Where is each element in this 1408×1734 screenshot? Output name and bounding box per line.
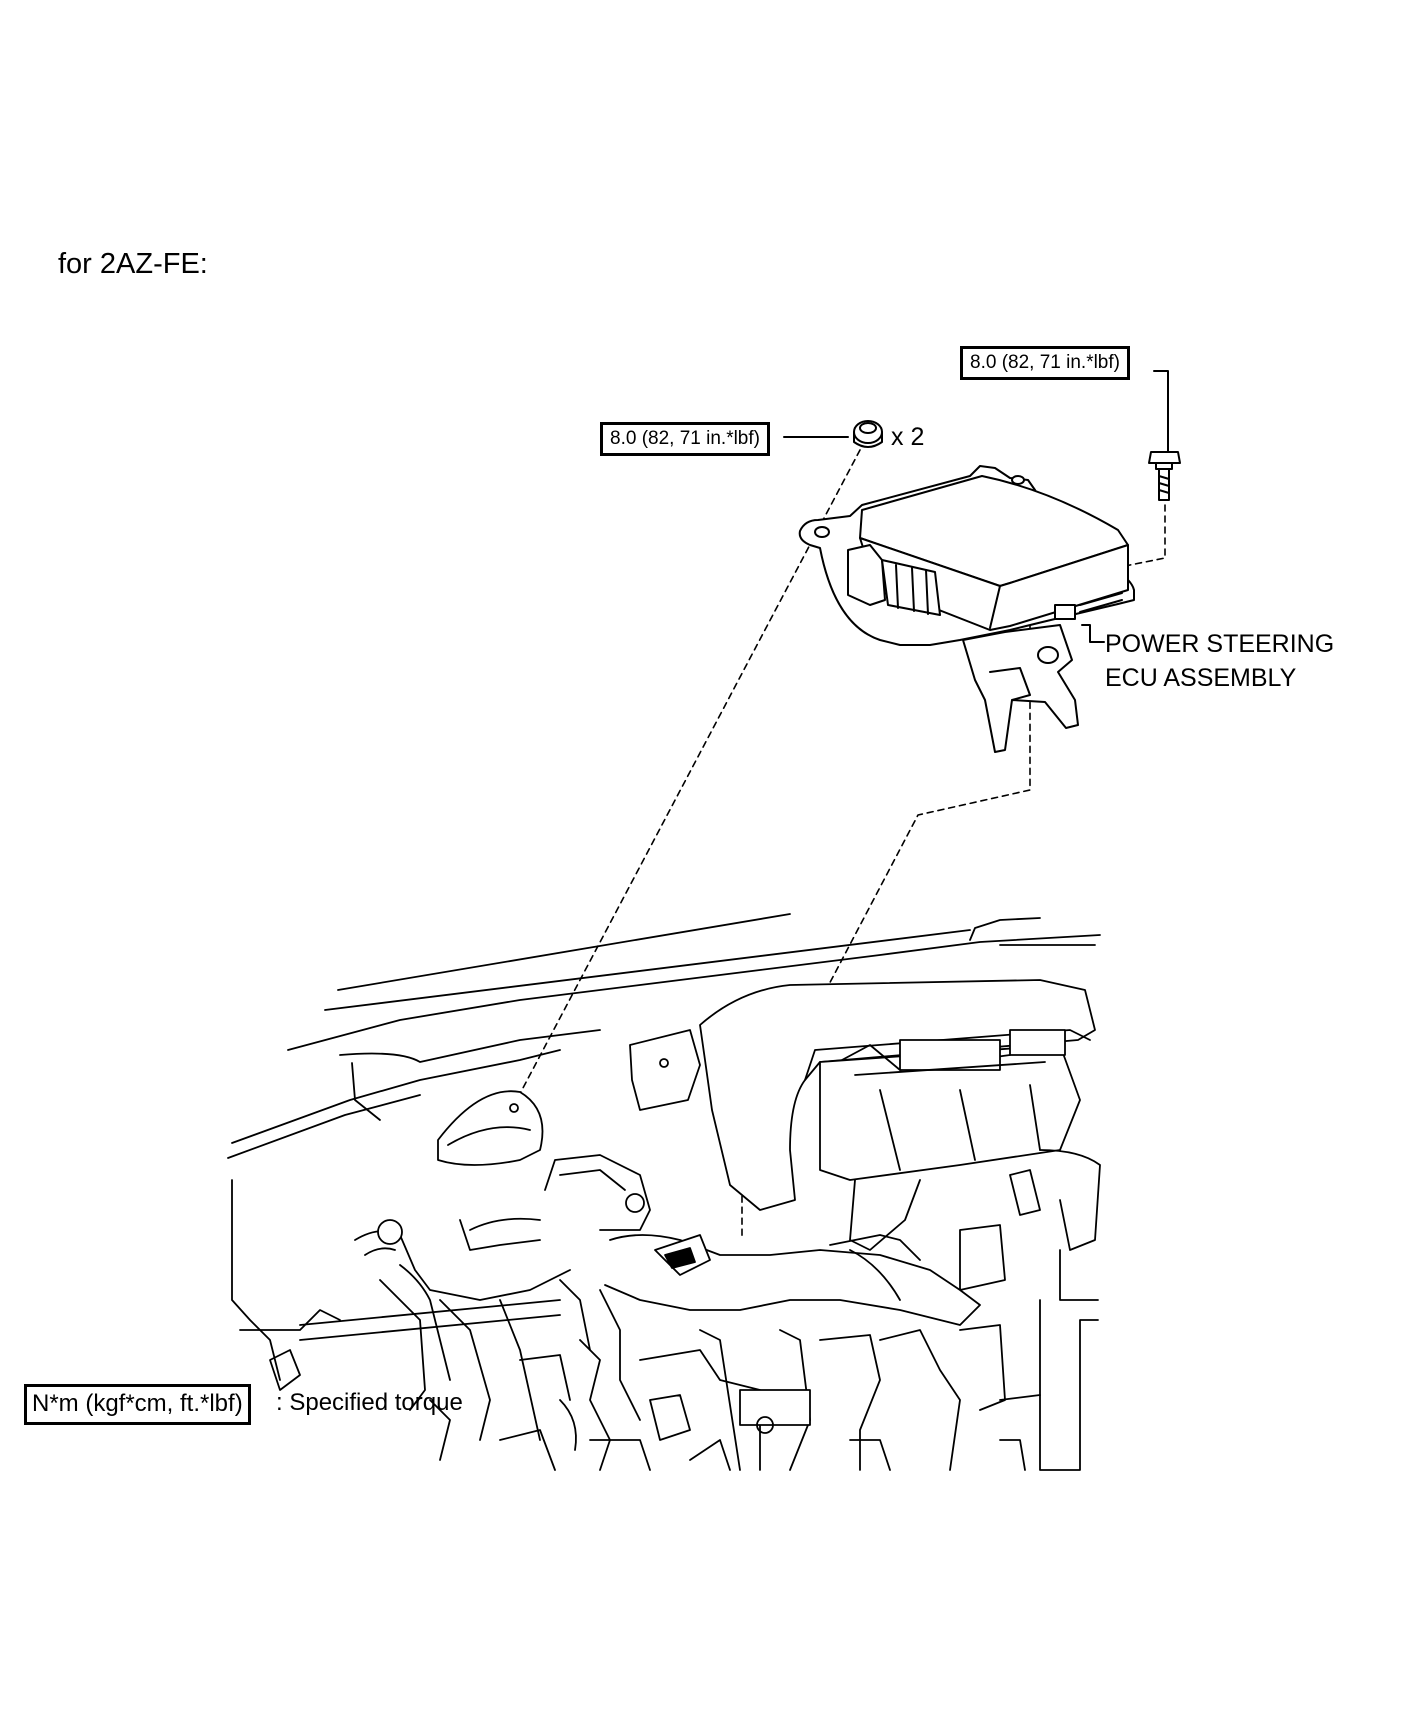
ecu-assembly-label: POWER STEERING ECU ASSEMBLY <box>1105 627 1334 695</box>
bolt-torque-callout: 8.0 (82, 71 in.*lbf) <box>960 346 1130 380</box>
leader-lines <box>783 370 1169 643</box>
torque-legend-text: : Specified torque <box>276 1389 463 1416</box>
ecu-label-line1: POWER STEERING <box>1105 630 1335 658</box>
bolt-icon <box>1148 451 1181 501</box>
nut-icon <box>853 420 883 448</box>
ecu-label-line2: ECU ASSEMBLY <box>1105 664 1297 692</box>
ecu-assembly-illustration <box>798 465 1135 753</box>
torque-legend-box: N*m (kgf*cm, ft.*lbf) <box>24 1384 251 1425</box>
vehicle-body-illustration <box>227 913 1101 1471</box>
alignment-lines <box>513 449 1166 1241</box>
nut-quantity-label: x 2 <box>891 423 925 451</box>
page-heading: for 2AZ-FE: <box>58 248 208 280</box>
nut-torque-callout: 8.0 (82, 71 in.*lbf) <box>600 422 770 456</box>
